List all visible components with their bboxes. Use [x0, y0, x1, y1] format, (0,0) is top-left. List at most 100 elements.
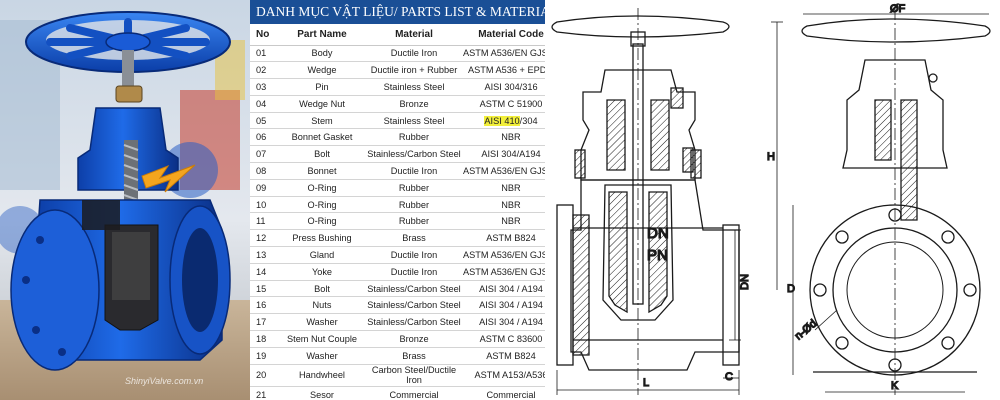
front-handwheel [801, 18, 991, 43]
row-no: 03 [250, 78, 278, 96]
table-row: 17 Washer Stainless/Carbon Steel AISI 30… [250, 313, 545, 332]
row-part-name: Gland [278, 246, 366, 264]
row-no: 16 [250, 296, 278, 315]
row-no: 18 [250, 330, 278, 348]
row-material-code: NBR [462, 179, 545, 197]
row-part-name: O-Ring [278, 179, 366, 197]
row-material-code: ASTM A536/EN GJS 500 [462, 45, 545, 63]
table-row: 07 Bolt Stainless/Carbon Steel AISI 304/… [250, 145, 545, 164]
row-material: Rubber [366, 196, 462, 214]
row-no: 02 [250, 61, 278, 80]
row-material: Ductile Iron [366, 246, 462, 264]
row-no: 06 [250, 128, 278, 147]
label-dn: DN [647, 225, 669, 242]
row-part-name: O-Ring [278, 212, 366, 231]
body-outline [570, 179, 740, 371]
row-material-code: NBR [462, 212, 545, 231]
row-material-code: NBR [462, 128, 545, 147]
row-part-name: Pin [278, 78, 366, 96]
row-material: Stainless/Carbon Steel [366, 280, 462, 298]
row-material-code: NBR [462, 196, 545, 214]
wedge-outline [602, 184, 674, 321]
row-part-name: Washer [278, 313, 366, 332]
front-flange-circle [809, 204, 981, 376]
watermark-text: ShinyiValve.com.vn [125, 376, 204, 386]
header-material-code: Material Code [462, 24, 545, 46]
row-part-name: Body [278, 45, 366, 63]
row-no: 04 [250, 95, 278, 113]
row-material-code: ASTM B824 [462, 347, 545, 365]
row-material-code: AISI 304 / A194 [462, 280, 545, 298]
row-no: 11 [250, 212, 278, 231]
row-no: 09 [250, 179, 278, 197]
row-material: Brass [366, 347, 462, 365]
stem [632, 43, 644, 305]
label-bolt-circle: K [891, 380, 899, 392]
table-row: 09 O-Ring Rubber NBR [250, 179, 545, 197]
row-material: Rubber [366, 128, 462, 147]
table-row: 20 Handwheel Carbon Steel/Ductile Iron A… [250, 364, 545, 387]
label-pn: PN [647, 247, 668, 264]
row-part-name: O-Ring [278, 196, 366, 214]
row-material: Stainless Steel [366, 112, 462, 130]
row-part-name: Sesor [278, 386, 366, 400]
table-row: 02 Wedge Ductile iron + Rubber ASTM A536… [250, 61, 545, 80]
row-part-name: Bolt [278, 145, 366, 164]
valve-photo-illustration [0, 0, 250, 400]
row-material-code: AISI 410/304 [462, 112, 545, 130]
row-no: 20 [250, 364, 278, 387]
row-part-name: Wedge Nut [278, 95, 366, 113]
row-part-name: Press Bushing [278, 229, 366, 248]
row-material-code: ASTM B824 [462, 229, 545, 248]
row-no: 21 [250, 386, 278, 400]
row-material: Brass [366, 229, 462, 248]
row-material: Bronze [366, 95, 462, 113]
parts-table: No Part Name Material Material Code 01 B… [250, 24, 545, 400]
label-flange-thickness: C [725, 371, 733, 383]
parts-list-title: DANH MỤC VẬT LIỆU/ PARTS LIST & MATERIAL [250, 0, 545, 24]
row-material-code: ASTM C 83600 [462, 330, 545, 348]
valve-photo: ShinyiValve.com.vn [0, 0, 250, 400]
header-no: No [250, 24, 278, 46]
row-part-name: Stem [278, 112, 366, 130]
row-no: 08 [250, 162, 278, 180]
row-material: Ductile iron + Rubber [366, 61, 462, 80]
row-material-code: ASTM A536 + EPDM [462, 61, 545, 80]
row-no: 14 [250, 263, 278, 281]
row-no: 15 [250, 280, 278, 298]
row-material: Rubber [366, 212, 462, 231]
table-row: 11 O-Ring Rubber NBR [250, 212, 545, 231]
row-material-code: Commercial [462, 386, 545, 400]
table-row: 06 Bonnet Gasket Rubber NBR [250, 128, 545, 147]
row-part-name: Washer [278, 347, 366, 365]
row-material-code: AISI 304 / A194 [462, 296, 545, 315]
row-no: 05 [250, 112, 278, 130]
label-face-to-face: L [643, 377, 649, 389]
highlighted-code: AISI 410 [484, 115, 520, 126]
table-row: 04 Wedge Nut Bronze ASTM C 51900 [250, 95, 545, 113]
table-row: 14 Yoke Ductile Iron ASTM A536/EN GJS 50… [250, 263, 545, 281]
row-material-code: ASTM A536/EN GJS 500 [462, 263, 545, 281]
row-part-name: Yoke [278, 263, 366, 281]
row-material-code: AISI 304/A194 [462, 145, 545, 164]
row-material: Stainless/Carbon Steel [366, 313, 462, 332]
header-material: Material [366, 24, 462, 46]
handwheel-shape [551, 15, 730, 38]
front-bore-circle [832, 227, 958, 353]
table-row: 18 Stem Nut Couple Bronze ASTM C 83600 [250, 330, 545, 348]
table-row: 21 Sesor Commercial Commercial [250, 386, 545, 400]
table-row: 08 Bonnet Ductile Iron ASTM A536/EN GJS … [250, 162, 545, 180]
right-flange [722, 224, 740, 366]
label-outer-diameter: D [787, 283, 795, 295]
front-view [792, 8, 991, 395]
row-no: 19 [250, 347, 278, 365]
table-row: 05 Stem Stainless Steel AISI 410/304 [250, 112, 545, 130]
header-part-name: Part Name [278, 24, 366, 46]
table-row: 01 Body Ductile Iron ASTM A536/EN GJS 50… [250, 45, 545, 63]
row-material: Stainless/Carbon Steel [366, 296, 462, 315]
row-material: Stainless/Carbon Steel [366, 145, 462, 164]
row-no: 13 [250, 246, 278, 264]
table-row: 03 Pin Stainless Steel AISI 304/316 [250, 78, 545, 96]
code-suffix: /304 [519, 115, 538, 126]
row-material: Bronze [366, 330, 462, 348]
